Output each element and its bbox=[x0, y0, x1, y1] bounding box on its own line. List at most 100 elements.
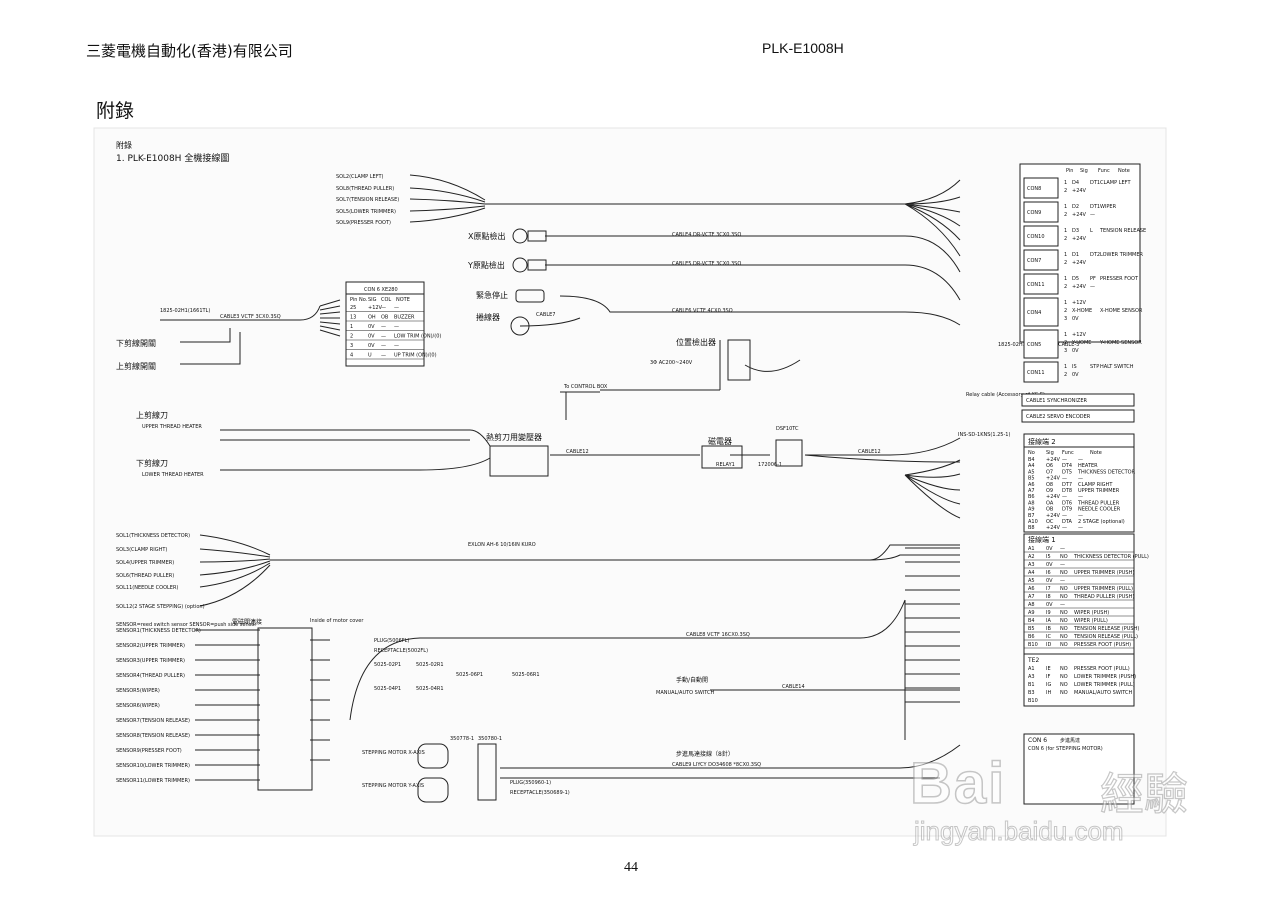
con-cell: 2 bbox=[1064, 188, 1067, 194]
upper-knife-label: 上剪線刀 bbox=[136, 410, 168, 420]
tb1-cell: — bbox=[1060, 546, 1065, 552]
y-origin-body bbox=[527, 259, 547, 271]
tb2-cell: A7 bbox=[1028, 488, 1035, 494]
con-cell: +12V bbox=[1072, 332, 1087, 338]
con-cell: CLAMP LEFT bbox=[1100, 180, 1131, 186]
cn6-table: CON 6 XE280 Pin No. SIG COL NOTE 25+12V—… bbox=[345, 281, 441, 367]
con-cell: +24V bbox=[1072, 260, 1087, 266]
cn6-cell: 0V bbox=[368, 334, 375, 340]
con-cell: Y-HOME SENSOR bbox=[1099, 340, 1142, 346]
upper-thread-switch: 上剪線開關 bbox=[116, 361, 156, 371]
con-name: CON7 bbox=[1027, 258, 1041, 264]
lower-thread-switch: 下剪線開關 bbox=[116, 338, 156, 348]
tb1-cell: 0V bbox=[1046, 578, 1053, 584]
tb2-header: Func bbox=[1062, 450, 1074, 456]
position-detector-icon bbox=[727, 339, 751, 381]
tb1-cell: NO bbox=[1060, 594, 1068, 600]
tb2-cell: OC bbox=[1046, 519, 1054, 525]
upper-heater-label: UPPER THREAD HEATER bbox=[142, 424, 202, 430]
company-header: 三菱電機自動化(香港)有限公司 bbox=[86, 42, 293, 60]
diagram-sheet bbox=[93, 127, 1167, 837]
cn6-cell: +12V bbox=[368, 305, 383, 311]
cable7-label: CABLE7 bbox=[536, 312, 555, 318]
winder-icon bbox=[510, 316, 530, 336]
tb1-cell: A3 bbox=[1028, 562, 1035, 568]
tb1-cell: WIPER (PUSH) bbox=[1074, 610, 1109, 616]
tb2-cell: DTA bbox=[1062, 519, 1073, 525]
tb1-cell: B4 bbox=[1028, 618, 1035, 624]
air-sensor-label: SENSOR7(TENSION RELEASE) bbox=[116, 718, 190, 724]
cn6-cell: 13 bbox=[350, 315, 356, 321]
cn6-cell: 25 bbox=[350, 305, 356, 311]
te2-cell: NO bbox=[1060, 666, 1068, 672]
cable1-label: CABLE1 SYNCHRONIZER bbox=[1026, 398, 1087, 404]
exlon-label: EXLON AH-6 10/16IN KURO bbox=[468, 542, 536, 548]
dsf-label: DSF10TC bbox=[776, 426, 799, 432]
con-cell: 2 bbox=[1064, 340, 1067, 346]
cn6-cell: 4 bbox=[350, 353, 353, 359]
tb2-cell: HEATER bbox=[1078, 463, 1098, 469]
tb2-cell: DT9 bbox=[1062, 507, 1072, 513]
con-cell: L bbox=[1090, 228, 1093, 234]
cn6-header: Pin No. bbox=[350, 297, 368, 303]
te2-cell: IH bbox=[1046, 690, 1051, 696]
cable14-label: CABLE14 bbox=[782, 684, 805, 690]
air-sensor-label: SENSOR5(WIPER) bbox=[116, 688, 160, 694]
tb2-cell: — bbox=[1062, 525, 1067, 531]
tb2-cell: — bbox=[1078, 513, 1083, 519]
tb2-cell: A8 bbox=[1028, 500, 1035, 506]
tb2-cell: — bbox=[1062, 476, 1067, 482]
te2-cell: A3 bbox=[1028, 674, 1035, 680]
con-cell: DT2 bbox=[1090, 252, 1100, 258]
con-cell: D3 bbox=[1072, 228, 1079, 234]
diagram-heading: 附錄 bbox=[116, 140, 132, 150]
con-cell: — bbox=[1090, 284, 1095, 290]
con-cell: 0V bbox=[1072, 348, 1079, 354]
tb2-cell: — bbox=[1062, 513, 1067, 519]
cn6-cell: 0V bbox=[368, 324, 375, 330]
con6-stepper-sub: CON 6 (for STEPPING MOTOR) bbox=[1028, 746, 1103, 752]
con-name-box bbox=[1023, 177, 1059, 199]
con-name-box bbox=[1023, 201, 1059, 223]
tb1-cell: PRESSER FOOT (PUSH) bbox=[1074, 642, 1131, 648]
con-cell: 2 bbox=[1064, 260, 1067, 266]
plug-label: PLUG(350960-1) bbox=[510, 780, 551, 786]
cn6-cell: OH bbox=[368, 315, 376, 321]
tb1-cell: A4 bbox=[1028, 570, 1035, 576]
te2-cell: LOWER TRIMMER (PUSH) bbox=[1074, 674, 1136, 680]
contactor-label: 磁電器 bbox=[708, 436, 732, 446]
con-cell: Y-HOME bbox=[1071, 340, 1091, 346]
watermark-main: Bai bbox=[909, 750, 1007, 817]
cable12-label: CABLE12 bbox=[858, 449, 881, 455]
tb1-cell: NO bbox=[1060, 570, 1068, 576]
solenoid-label: SOL3(CLAMP RIGHT) bbox=[116, 547, 167, 553]
con-cell: WIPER bbox=[1100, 204, 1117, 210]
con-header: Sig bbox=[1080, 168, 1088, 174]
air-sensor-label: SENSOR1(THICKNESS DETECTOR) bbox=[116, 628, 201, 634]
stepper-cable-label: 步進馬達接線（8針） bbox=[676, 750, 734, 758]
cn6-cell: — bbox=[381, 305, 386, 311]
tb2-cell: B7 bbox=[1028, 513, 1035, 519]
solenoid-label: SOL7(TENSION RELEASE) bbox=[336, 197, 399, 203]
baidu-watermark: Bai 經驗 jingyan.baidu.com bbox=[909, 750, 1210, 860]
con-cell: +24V bbox=[1072, 236, 1087, 242]
tb1-cell: IA bbox=[1046, 618, 1051, 624]
watermark-sub: jingyan.baidu.com bbox=[914, 816, 1125, 847]
solenoid-label: SOL8(THREAD PULLER) bbox=[336, 186, 394, 192]
x-origin-sensor-icon bbox=[512, 228, 528, 244]
cn6-header: COL bbox=[381, 297, 391, 303]
tb1-cell: A1 bbox=[1028, 546, 1035, 552]
con-cell: 0V bbox=[1072, 372, 1079, 378]
connector-label: 5025-04P1 bbox=[374, 686, 401, 692]
tb2-cell: OA bbox=[1046, 500, 1054, 506]
tb1-cell: IB bbox=[1046, 626, 1051, 632]
air-sensor-label: SENSOR8(TENSION RELEASE) bbox=[116, 733, 190, 739]
rectifier-icon bbox=[775, 439, 803, 467]
tb1-cell: A9 bbox=[1028, 610, 1035, 616]
stepper-x-label: STEPPING MOTOR X-AXIS bbox=[362, 750, 425, 756]
plug-label: PLUG(5006FL) bbox=[374, 638, 409, 644]
tb1-cell: A6 bbox=[1028, 586, 1035, 592]
con-cell: 1 bbox=[1064, 332, 1067, 338]
position-detector-label: 位置檢出器 bbox=[676, 337, 716, 347]
con-cell: TENSION RELEASE bbox=[1099, 228, 1146, 234]
